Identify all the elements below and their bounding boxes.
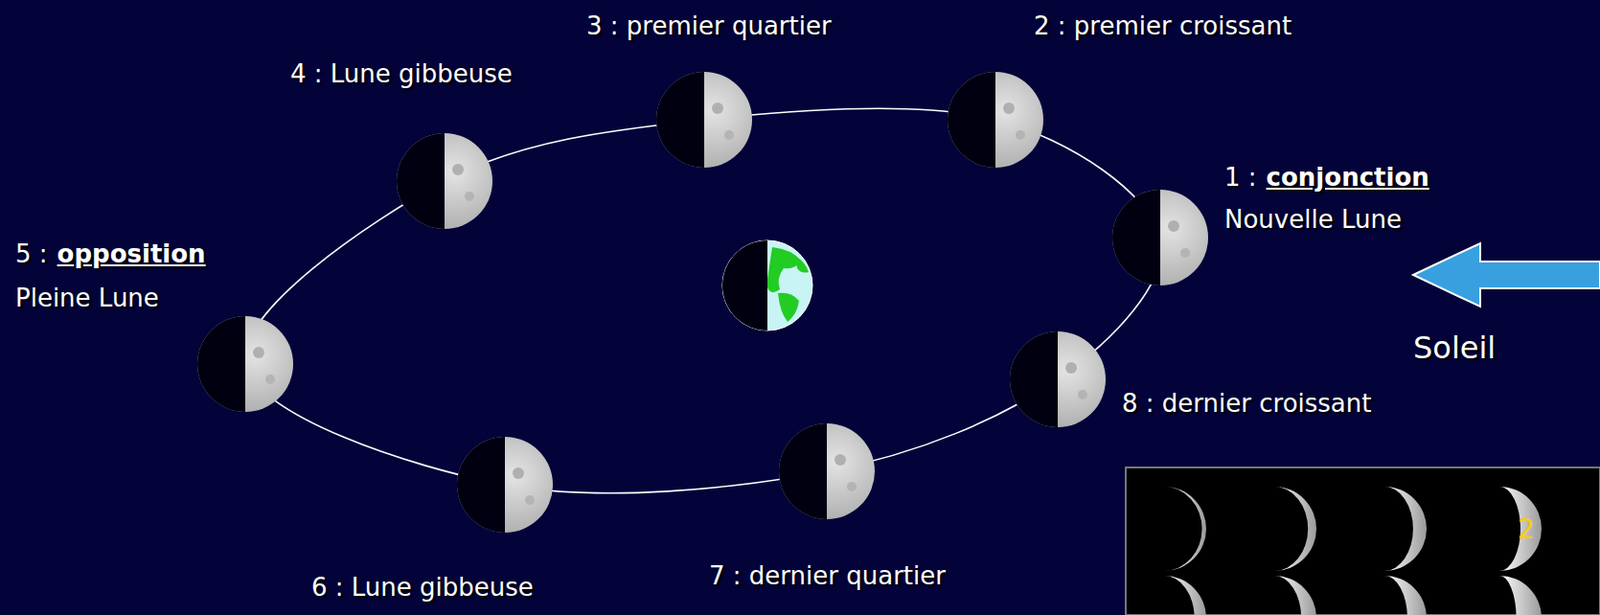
phase-label: opposition — [57, 239, 206, 270]
phase-label: Soleil — [1413, 329, 1496, 366]
moon-crater — [1003, 102, 1015, 115]
crescent-photo — [1499, 486, 1542, 572]
moon — [396, 133, 493, 229]
phase-label: 2 — [1517, 513, 1535, 547]
moon-group — [197, 71, 1209, 533]
moon-lit — [947, 71, 1044, 168]
crescent-photo — [1164, 575, 1207, 615]
moon-crater — [1077, 389, 1088, 400]
moon-dark — [1009, 331, 1058, 428]
crescent-photo — [1274, 486, 1317, 572]
moon-crater — [1167, 220, 1180, 232]
moon-crater — [265, 374, 275, 385]
phase-label: 4 : Lune gibbeuse — [290, 59, 513, 90]
crescent-photo — [1274, 575, 1317, 615]
moon — [457, 436, 553, 533]
phase-label-row: 5 : opposition — [15, 239, 206, 270]
phase-label: 2 : premier croissant — [1033, 11, 1292, 42]
earth-land — [777, 293, 800, 322]
earth-night — [722, 240, 768, 331]
moon-dark — [396, 133, 445, 229]
moon-crater — [1180, 248, 1190, 258]
crescent-photo — [1384, 575, 1427, 615]
moon-crater — [834, 454, 846, 466]
phase-label: 1 : — [1224, 162, 1258, 193]
earth — [722, 240, 813, 331]
moon-dark — [656, 71, 705, 168]
moon-lit — [457, 436, 553, 533]
moon-crater — [252, 346, 265, 359]
moon-crater — [711, 102, 724, 115]
moon — [778, 423, 875, 520]
moon-crater — [512, 467, 525, 480]
moon-lit — [1112, 189, 1209, 286]
phase-label: 7 : dernier quartier — [708, 561, 946, 592]
moon-lit — [1009, 331, 1106, 428]
phase-label-row: 1 : conjonction — [1224, 162, 1430, 193]
moon-crater — [846, 481, 857, 492]
moon-lit — [197, 316, 294, 412]
moon-dark — [197, 316, 246, 412]
moon-lit — [656, 71, 753, 168]
moon-lit — [778, 423, 875, 520]
crescent-photo — [1384, 486, 1427, 572]
moon-crater — [464, 191, 475, 202]
moon — [656, 71, 753, 168]
moon-photo-inset — [1125, 467, 1600, 615]
moon-dark — [457, 436, 505, 533]
phase-label: Pleine Lune — [15, 283, 160, 314]
moon — [197, 316, 294, 412]
moon — [1112, 189, 1209, 286]
moon-crater — [525, 495, 535, 505]
moon-crater — [452, 163, 464, 176]
moon — [1009, 331, 1106, 428]
phase-label: conjonction — [1266, 162, 1430, 193]
moon — [947, 71, 1044, 168]
phase-label: 8 : dernier croissant — [1121, 388, 1372, 419]
moon-crater — [1015, 130, 1026, 140]
moon-dark — [778, 423, 827, 520]
crescent-photo — [1164, 486, 1207, 572]
earth-land — [766, 247, 801, 293]
phase-label: Nouvelle Lune — [1224, 205, 1402, 235]
crescent-photo — [1499, 575, 1542, 615]
phase-label: 5 : — [15, 239, 48, 270]
earth-land — [795, 256, 809, 274]
moon-lit — [396, 133, 493, 229]
sunlight-arrow — [1413, 243, 1600, 307]
phase-label: 6 : Lune gibbeuse — [311, 572, 534, 603]
moon-dark — [947, 71, 996, 168]
phase-label: 3 : premier quartier — [586, 11, 832, 42]
crescent-photos — [1164, 486, 1542, 615]
earth-disc — [722, 240, 813, 331]
moon-crater — [1065, 362, 1077, 374]
moon-dark — [1112, 189, 1161, 286]
moon-crater — [724, 130, 734, 140]
